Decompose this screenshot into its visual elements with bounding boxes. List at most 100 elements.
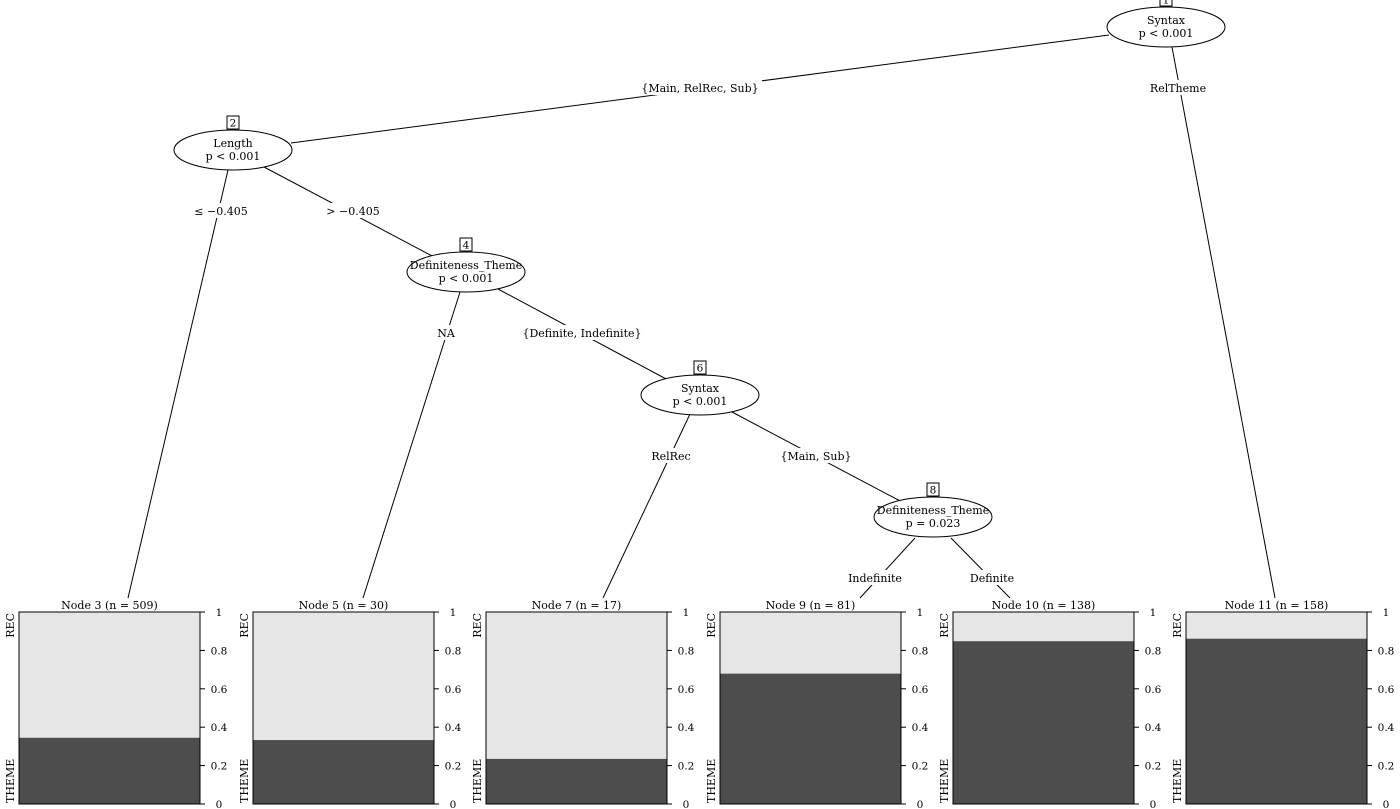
rec-axis-label: REC bbox=[471, 613, 484, 638]
y-tick-label: 0.2 bbox=[211, 761, 228, 773]
rec-bar-segment bbox=[953, 612, 1134, 642]
y-tick-label: 1 bbox=[683, 607, 690, 619]
y-tick-label: 0 bbox=[1383, 799, 1390, 809]
terminal-node-title: Node 3 (n = 509) bbox=[61, 599, 158, 612]
edge-6-to-7 bbox=[602, 413, 691, 599]
edge-label-8-to-9: Indefinite bbox=[848, 572, 902, 585]
y-tick-label: 0.4 bbox=[678, 722, 695, 734]
panel-frame bbox=[1185, 611, 1368, 805]
y-tick-label: 0.6 bbox=[1378, 684, 1395, 696]
y-tick-label: 0.4 bbox=[1145, 722, 1162, 734]
y-tick-label: 0.4 bbox=[1378, 722, 1395, 734]
y-tick-label: 0 bbox=[1150, 799, 1157, 809]
tree-edges bbox=[127, 34, 1276, 599]
y-tick-label: 0.8 bbox=[445, 645, 462, 657]
node-id-label: 8 bbox=[930, 485, 937, 497]
tree-edge-labels: {Main, RelRec, Sub} RelTheme ≤ −0.405 > −0.… bbox=[193, 80, 1206, 585]
node-ellipse bbox=[173, 129, 293, 171]
y-tick-label: 0.6 bbox=[211, 684, 228, 696]
rec-axis-label: REC bbox=[238, 613, 251, 638]
panel-frame bbox=[18, 611, 201, 805]
edge-label-background bbox=[510, 325, 654, 340]
y-tick-label: 0.2 bbox=[1145, 761, 1162, 773]
node-ellipse bbox=[406, 251, 526, 293]
y-tick-label: 1 bbox=[450, 607, 457, 619]
node-id-label: 6 bbox=[697, 363, 704, 375]
panel-frame bbox=[485, 611, 668, 805]
rec-bar-segment bbox=[253, 612, 434, 741]
edge-label-background bbox=[778, 448, 854, 463]
y-tick-label: 0.2 bbox=[445, 761, 462, 773]
split-variable-label: Length bbox=[213, 137, 252, 150]
edge-label-2-to-3: ≤ −0.405 bbox=[194, 205, 247, 218]
rec-axis-label: REC bbox=[938, 613, 951, 638]
edge-label-6-to-7: RelRec bbox=[651, 450, 690, 463]
edge-label-background bbox=[964, 570, 1020, 585]
y-tick-label: 0.4 bbox=[445, 722, 462, 734]
node-id-label: 4 bbox=[463, 240, 470, 252]
node-id-box bbox=[926, 482, 940, 497]
panel-frame bbox=[252, 611, 435, 805]
split-variable-label: Syntax bbox=[1147, 14, 1186, 27]
theme-axis-label: THEME bbox=[238, 759, 251, 803]
p-value-label: p = 0.023 bbox=[906, 517, 961, 530]
y-tick-label: 0 bbox=[683, 799, 690, 809]
edge-label-background bbox=[1150, 80, 1206, 95]
y-tick-label: 0.2 bbox=[1378, 761, 1395, 773]
y-tick-label: 0.8 bbox=[1378, 645, 1395, 657]
theme-axis-label: THEME bbox=[938, 759, 951, 803]
edge-8-to-9 bbox=[859, 537, 916, 599]
edge-label-background bbox=[193, 203, 249, 218]
node-ellipse bbox=[640, 374, 760, 416]
panel-frame bbox=[952, 611, 1135, 805]
edge-label-6-to-8: {Main, Sub} bbox=[780, 450, 851, 463]
y-tick-label: 0.8 bbox=[1145, 645, 1162, 657]
node-ellipse bbox=[873, 496, 993, 538]
edge-label-background bbox=[638, 80, 762, 95]
edge-label-background bbox=[436, 325, 456, 340]
theme-axis-label: THEME bbox=[471, 759, 484, 803]
theme-bar-segment bbox=[1186, 638, 1367, 804]
theme-bar-segment bbox=[253, 740, 434, 804]
theme-axis-label: THEME bbox=[4, 759, 17, 803]
p-value-label: p < 0.001 bbox=[1139, 27, 1194, 40]
edge-2-to-3 bbox=[127, 169, 229, 599]
theme-axis-label: THEME bbox=[705, 759, 718, 803]
edge-label-background bbox=[325, 203, 381, 218]
edge-label-2-to-4: > −0.405 bbox=[326, 205, 379, 218]
y-tick-label: 0.8 bbox=[211, 645, 228, 657]
edge-label-1-to-11: RelTheme bbox=[1150, 82, 1206, 95]
p-value-label: p < 0.001 bbox=[206, 150, 261, 163]
rec-axis-label: REC bbox=[705, 613, 718, 638]
terminal-node-title: Node 9 (n = 81) bbox=[766, 599, 856, 612]
y-tick-label: 0.4 bbox=[912, 722, 929, 734]
y-tick-label: 1 bbox=[917, 607, 924, 619]
y-tick-label: 0 bbox=[216, 799, 223, 809]
edge-1-to-11 bbox=[1171, 46, 1276, 599]
rec-axis-label: REC bbox=[4, 613, 17, 638]
y-tick-label: 0.2 bbox=[912, 761, 929, 773]
rec-bar-segment bbox=[486, 612, 667, 759]
edge-label-1-to-2: {Main, RelRec, Sub} bbox=[641, 82, 758, 95]
y-tick-label: 0.6 bbox=[678, 684, 695, 696]
edge-8-to-10 bbox=[950, 537, 1011, 599]
y-tick-label: 1 bbox=[1383, 607, 1390, 619]
rec-axis-label: REC bbox=[1171, 613, 1184, 638]
theme-bar-segment bbox=[720, 673, 901, 804]
panel-frame bbox=[719, 611, 902, 805]
terminal-node-panels: Node 3 (n = 509) REC THEME 0 0.2 0.4 0.6 0.8 1 No… bbox=[4, 599, 1395, 809]
rec-bar-segment bbox=[19, 612, 200, 738]
theme-bar-segment bbox=[486, 758, 667, 804]
theme-axis-label: THEME bbox=[1171, 759, 1184, 803]
terminal-node-title: Node 5 (n = 30) bbox=[299, 599, 389, 612]
